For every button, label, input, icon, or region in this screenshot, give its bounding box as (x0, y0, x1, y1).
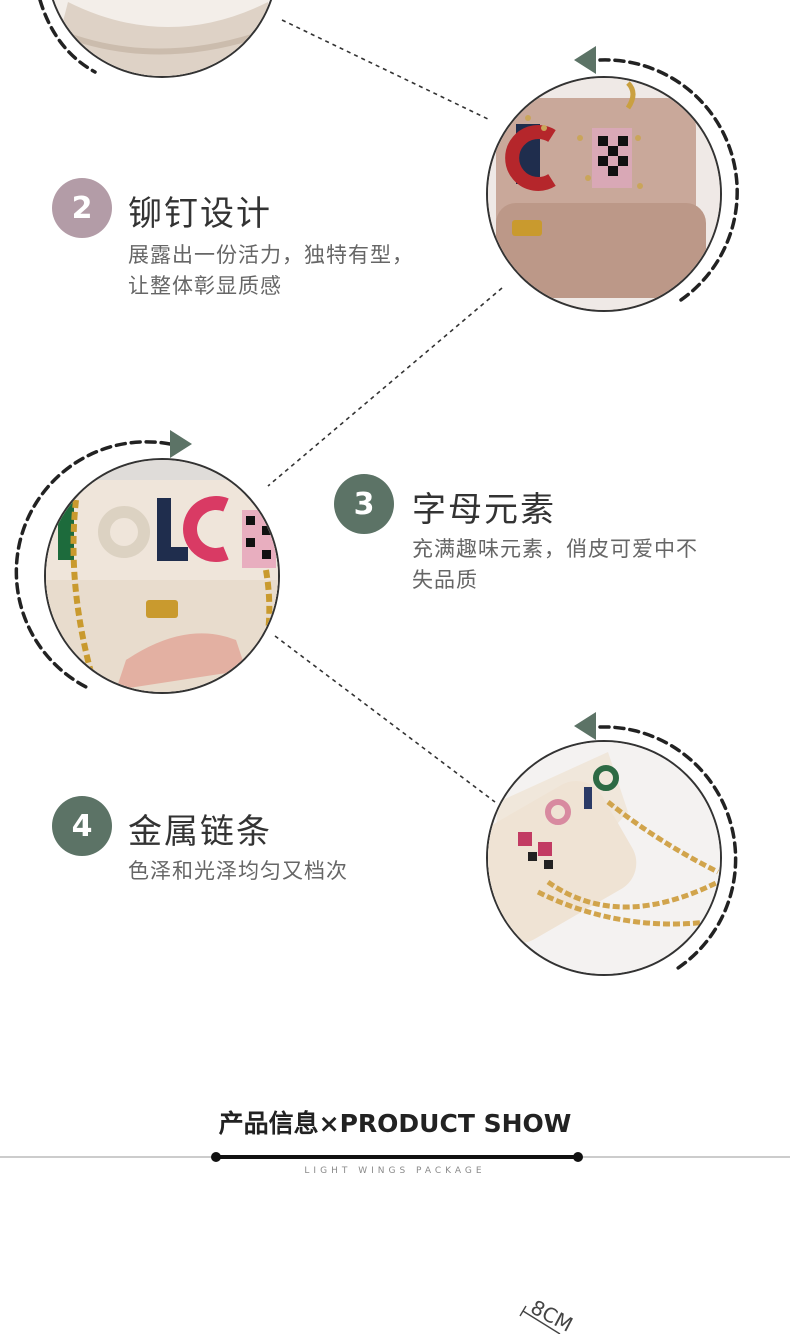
connector-line-1 (281, 19, 491, 121)
dashed-arc-icon (38, 0, 97, 74)
feature-description-line: 充满趣味元素，俏皮可爱中不 (412, 537, 698, 561)
feature-number-badge: 2 (52, 178, 112, 238)
feature-title: 字母元素 (412, 490, 556, 530)
feature-description: 色泽和光泽均匀又档次 (128, 856, 348, 887)
feature-number-badge: 4 (52, 796, 112, 856)
product-photo-rivets (486, 76, 722, 312)
feature-description: 展露出一份活力，独特有型， 让整体彰显质感 (128, 240, 414, 302)
product-photo-letters (44, 458, 280, 694)
feature-description-line: 展露出一份活力，独特有型， (128, 243, 414, 267)
connector-line-2 (267, 287, 503, 487)
feature-number-badge: 3 (334, 474, 394, 534)
feature-title: 金属链条 (128, 812, 272, 852)
arrow-head-icon (574, 712, 596, 740)
feature-title: 铆钉设计 (128, 194, 272, 234)
connector-line-3 (274, 635, 496, 803)
feature-description-line: 色泽和光泽均匀又档次 (128, 859, 348, 883)
feature-description: 充满趣味元素，俏皮可爱中不 失品质 (412, 534, 698, 596)
arrow-head-icon (170, 430, 192, 458)
product-show-subtitle: LIGHT WINGS PACKAGE (304, 1166, 486, 1176)
dashed-arc-icon (598, 725, 738, 970)
feature-description-line: 失品质 (412, 568, 478, 592)
dashed-arc-icon (598, 58, 739, 304)
product-photo-chain (486, 740, 722, 976)
product-show-title: 产品信息×PRODUCT SHOW (218, 1109, 572, 1138)
feature-description-line: 让整体彰显质感 (128, 274, 282, 298)
dashed-arc-icon (14, 440, 172, 690)
arrow-head-icon (574, 46, 596, 74)
